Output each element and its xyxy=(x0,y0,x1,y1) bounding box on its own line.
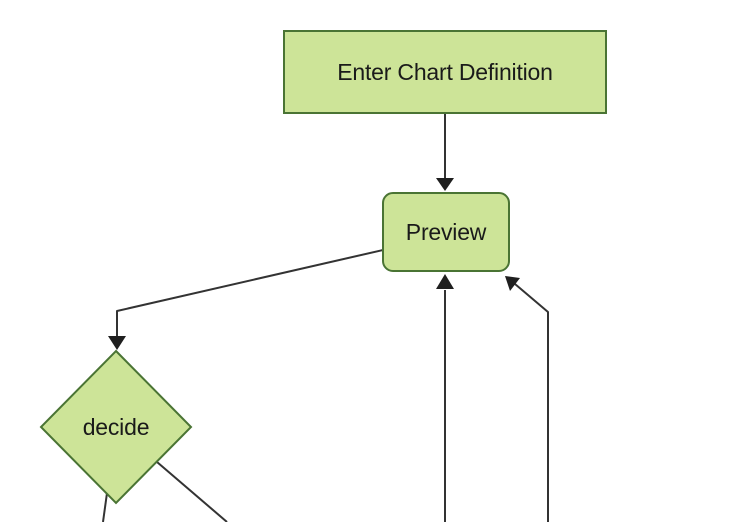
edge-decide-to-bottom-right xyxy=(156,461,228,522)
node-enter-chart-definition-shape xyxy=(283,30,607,114)
arrowhead-into-preview-top xyxy=(436,178,454,191)
edge-preview-to-decide xyxy=(116,249,384,338)
arrowhead-into-decide-top xyxy=(108,336,126,350)
edge-group xyxy=(102,114,549,522)
node-decide-shape xyxy=(39,349,193,505)
node-group xyxy=(39,30,607,505)
arrowhead-into-preview-corner xyxy=(505,276,520,291)
edge-decide-to-bottom-left xyxy=(102,492,108,522)
edge-bottom-right-to-preview xyxy=(514,283,549,522)
node-preview-shape xyxy=(382,192,510,272)
arrowhead-into-preview-bottom xyxy=(436,274,454,289)
